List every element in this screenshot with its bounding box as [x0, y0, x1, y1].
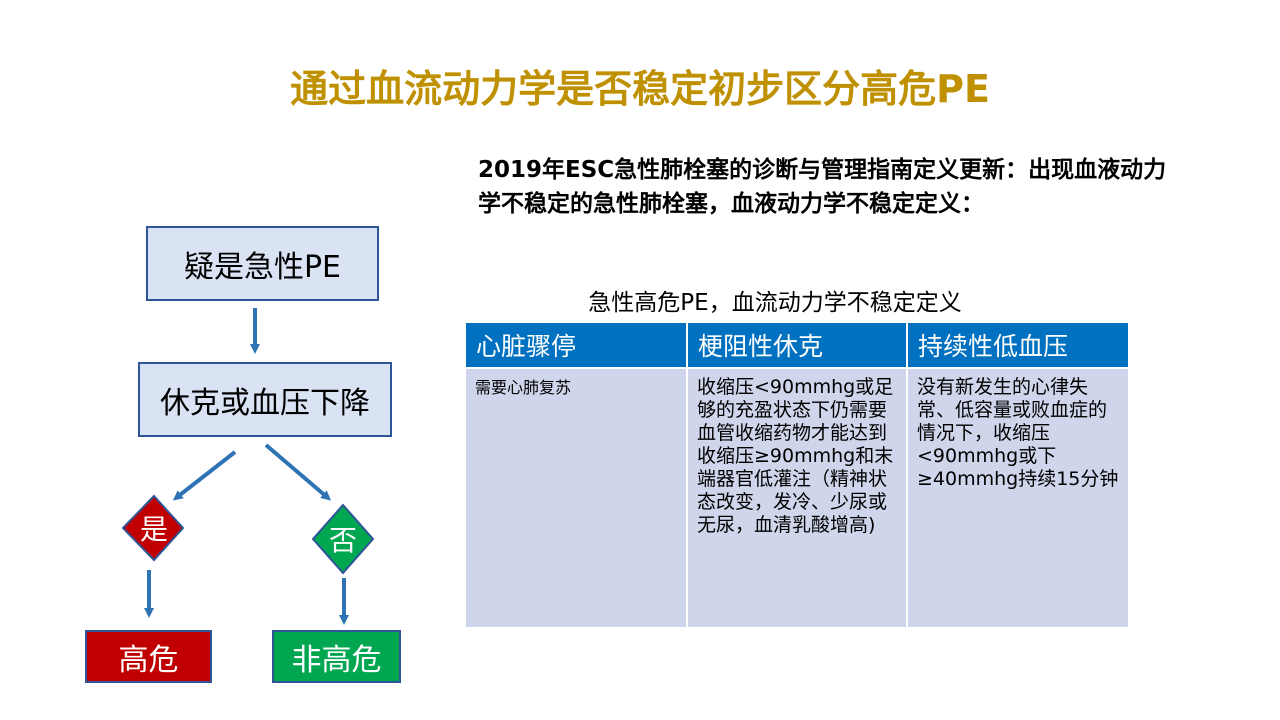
table-row: 需要心肺复苏 收缩压<90mmhg或足够的充盈状态下仍需要血管收缩药物才能达到收… — [466, 367, 1128, 627]
non-high-risk-box: 非高危 — [272, 630, 401, 683]
no-label: 否 — [328, 524, 357, 557]
criteria-table: 心脏骤停 梗阻性休克 持续性低血压 需要心肺复苏 收缩压<90mmhg或足够的充… — [466, 323, 1128, 627]
arrow-to-yes — [172, 450, 237, 501]
cell-persistent-hypotension: 没有新发生的心律失常、低容量或败血症的情况下，收缩压<90mmhg或下≥40mm… — [907, 367, 1128, 627]
yes-label: 是 — [139, 513, 168, 546]
slide-title: 通过血流动力学是否稳定初步区分高危PE — [290, 67, 990, 111]
arrow-to-no — [264, 443, 332, 501]
table-header-row: 心脏骤停 梗阻性休克 持续性低血压 — [466, 323, 1128, 368]
cell-obstructive-shock: 收缩压<90mmhg或足够的充盈状态下仍需要血管收缩药物才能达到收缩压≥90mm… — [687, 367, 908, 627]
header-cardiac-arrest: 心脏骤停 — [466, 323, 688, 368]
high-risk-box: 高危 — [85, 630, 212, 683]
table-caption: 急性高危PE，血流动力学不稳定定义 — [588, 290, 962, 316]
header-persistent-hypotension: 持续性低血压 — [907, 323, 1128, 368]
header-obstructive-shock: 梗阻性休克 — [687, 323, 908, 368]
flow-step-suspected-pe: 疑是急性PE — [146, 226, 379, 301]
cell-cardiac-arrest: 需要心肺复苏 — [466, 367, 688, 627]
flow-step-shock: 休克或血压下降 — [138, 362, 392, 437]
guideline-intro: 2019年ESC急性肺栓塞的诊断与管理指南定义更新：出现血液动力学不稳定的急性肺… — [478, 157, 1167, 217]
